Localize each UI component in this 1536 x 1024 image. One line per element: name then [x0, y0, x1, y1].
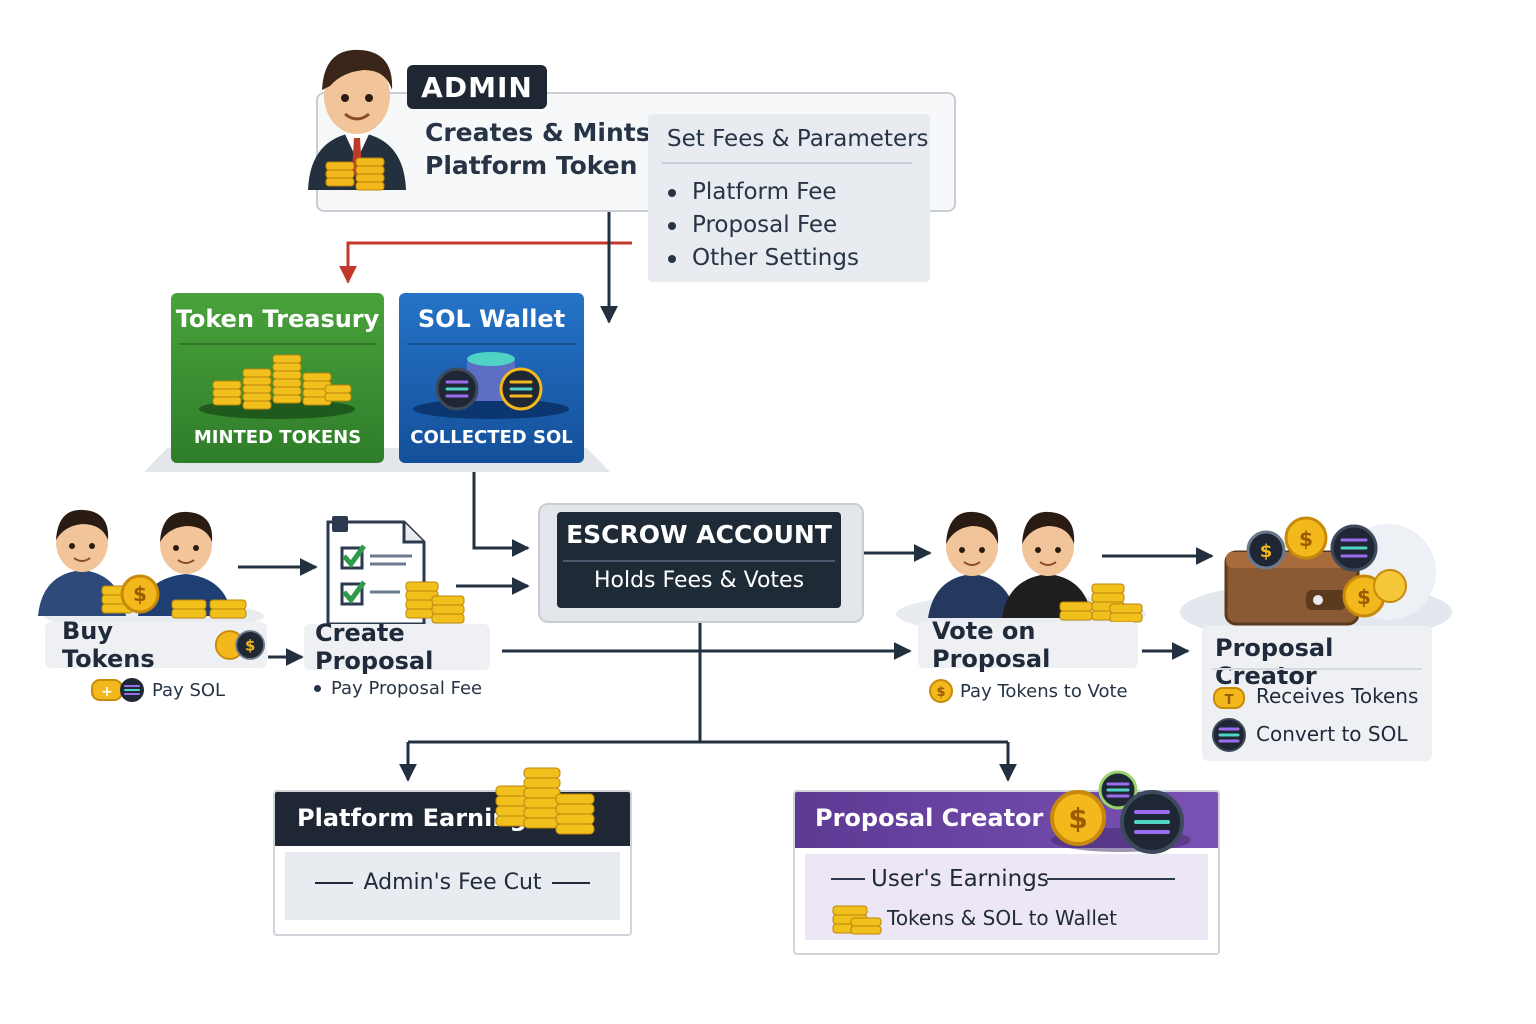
sol-icon: [1212, 718, 1246, 752]
buyers-users-icon: $: [38, 509, 264, 624]
coin-sol-icon: $: [1050, 770, 1191, 854]
user-earnings-sub: User's Earnings: [871, 866, 1049, 892]
divider: [662, 162, 912, 164]
svg-text:$: $: [1068, 802, 1087, 835]
arrow-sol-to-escrow: [472, 472, 530, 557]
svg-text:$: $: [1357, 585, 1371, 609]
divider: [407, 343, 576, 345]
token-treasury-caption: MINTED TOKENS: [193, 427, 362, 448]
divider: [1212, 668, 1422, 670]
sol-wallet-box: SOL Wallet COLLECTED SOL: [399, 293, 584, 463]
proposal-creator-card: Proposal Creator T Receives Tokens Conve…: [1202, 626, 1432, 761]
bullet-icon: [668, 188, 676, 197]
token-treasury-title: Token Treasury: [175, 305, 380, 333]
create-proposal-sub: Pay Proposal Fee: [314, 678, 482, 699]
wallet-icon: $ $ $: [1180, 516, 1452, 636]
buy-tokens-sub-text: Pay SOL: [152, 679, 226, 701]
svg-text:$: $: [133, 582, 147, 606]
settings-item: Other Settings: [668, 242, 859, 275]
sol-wallet-caption: COLLECTED SOL: [410, 427, 573, 448]
admin-desc-line2: Platform Token: [425, 151, 638, 180]
buy-tokens-label: Buy Tokens: [62, 617, 155, 673]
create-proposal-step: Create Proposal: [304, 619, 490, 675]
vote-proposal-label: Vote on Proposal: [932, 617, 1051, 673]
fees-settings-title: Set Fees & Parameters: [667, 126, 929, 152]
admin-description: Creates & Mints Platform Token: [425, 116, 651, 182]
platform-earnings-sub: Admin's Fee Cut: [285, 870, 620, 895]
sol-wallet-title: SOL Wallet: [417, 305, 566, 333]
divider: [1047, 878, 1175, 880]
token-treasury-box: Token Treasury MINTED TOKENS: [171, 293, 384, 463]
user-earnings-body: User's Earnings Tokens & SOL to Wallet: [805, 854, 1208, 940]
svg-text:$: $: [245, 637, 255, 655]
fees-settings-panel: Set Fees & Parameters Platform Fee Propo…: [648, 114, 930, 282]
svg-text:$: $: [936, 685, 945, 700]
creator-convert-sol: Convert to SOL: [1256, 722, 1408, 746]
escrow-subtitle: Holds Fees & Votes: [593, 568, 805, 593]
settings-item: Platform Fee: [668, 176, 859, 209]
bullet-icon: [668, 221, 676, 230]
vote-proposal-step: Vote on Proposal: [918, 617, 1138, 673]
admin-desc-line1: Creates & Mints: [425, 118, 651, 147]
vote-proposal-sub: $ Pay Tokens to Vote: [928, 678, 1128, 704]
coin-stacks-icon: [199, 354, 355, 419]
coin-stacks-icon: [495, 767, 595, 835]
platform-earnings-body: Admin's Fee Cut: [285, 852, 620, 920]
escrow-account-box: ESCROW ACCOUNT Holds Fees & Votes: [557, 512, 841, 608]
bullet-icon: [314, 685, 321, 692]
coin-icon: $: [929, 679, 953, 703]
buy-tokens-step: Buy Tokens $: [45, 617, 267, 673]
bullet-icon: [668, 254, 676, 263]
svg-text:$: $: [1299, 527, 1313, 551]
arrow-admin-to-treasury: [339, 241, 632, 284]
coin-stacks-icon: [832, 905, 882, 935]
buy-tokens-sub: + Pay SOL: [90, 676, 225, 704]
user-earnings-title: Proposal Creator: [815, 804, 1044, 832]
vote-proposal-sub-text: Pay Tokens to Vote: [960, 680, 1128, 702]
divider: [563, 560, 835, 562]
proposal-document-icon: [326, 516, 470, 634]
svg-text:$: $: [1260, 541, 1273, 562]
create-proposal-label: Create Proposal: [315, 619, 434, 675]
admin-avatar-icon: [308, 49, 406, 191]
proposal-creator-title: Proposal Creator: [1215, 634, 1334, 690]
divider: [179, 343, 376, 345]
svg-text:+: +: [101, 684, 113, 700]
user-earnings-item: Tokens & SOL to Wallet: [887, 906, 1118, 930]
admin-badge: ADMIN: [407, 65, 547, 109]
create-proposal-sub-text: Pay Proposal Fee: [331, 678, 483, 699]
escrow-title: ESCROW ACCOUNT: [566, 520, 832, 549]
creator-receives-tokens: Receives Tokens: [1256, 684, 1419, 708]
sol-tokens-icon: [413, 352, 569, 419]
svg-text:T: T: [1225, 693, 1234, 708]
fees-settings-list: Platform Fee Proposal Fee Other Settings: [668, 176, 859, 275]
token-sol-icon: +: [91, 678, 144, 702]
token-icon: T: [1213, 687, 1245, 709]
voters-users-icon: [896, 511, 1146, 626]
coin-sol-icon: $: [214, 630, 266, 660]
divider: [831, 878, 865, 880]
settings-item: Proposal Fee: [668, 209, 859, 242]
